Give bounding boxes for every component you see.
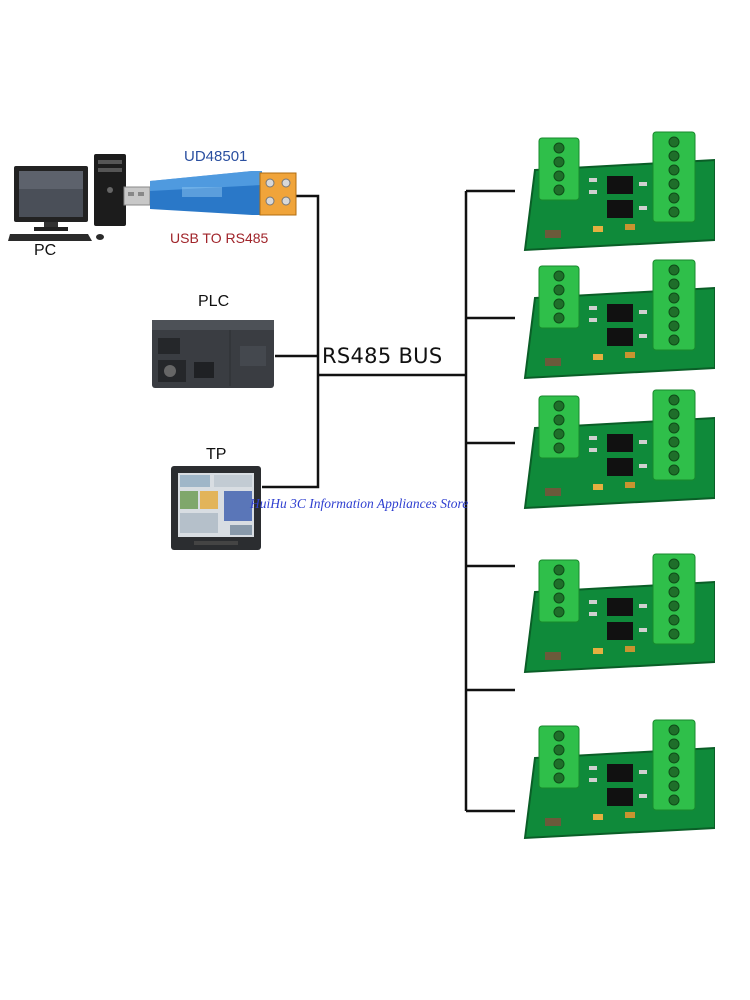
rs485-module-3 [515,388,716,518]
pcb-module-icon [523,553,716,674]
touch-panel-icon [171,466,261,550]
plc-label: PLC [198,293,230,310]
rs485-module-5 [515,718,716,848]
rs485-module-4 [515,552,716,682]
rs485-module-2 [515,258,716,388]
store-watermark: HuiHu 3C Information Appliances Store [250,496,469,511]
pc-label: PC [34,242,57,259]
pc-icon [8,154,126,241]
plc-device [150,316,276,392]
usb-converter-icon [123,171,297,216]
pcb-module-icon [523,389,716,510]
pcb-module-icon [523,719,716,840]
plc-icon [152,320,274,388]
rs485-bus-label: RS485 BUS [322,344,443,368]
pcb-module-icon [523,259,716,380]
rs485-module-1 [515,130,716,260]
tp-device [170,465,262,551]
converter-model-label: UD48501 [184,148,248,165]
converter-caption: USB TO RS485 [170,230,269,246]
usb-rs485-converter [122,163,302,225]
pcb-module-icon [523,131,716,252]
pc-device [8,150,133,245]
tp-label: TP [206,446,227,463]
